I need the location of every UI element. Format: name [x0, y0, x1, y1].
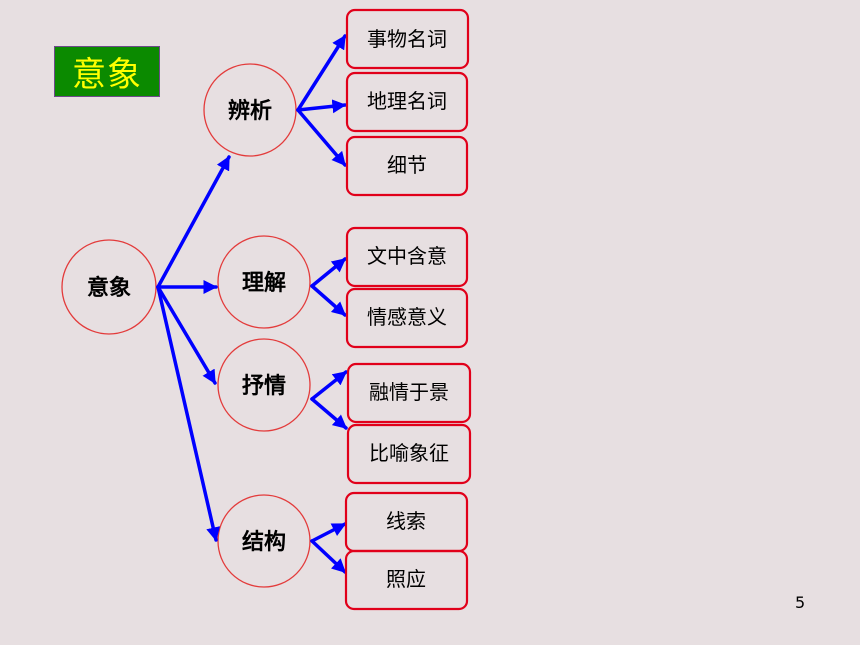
branch-label-1: 辨析	[228, 98, 272, 124]
leaf-border-2-1	[345, 226, 469, 288]
connector-branch-1-leaf-1	[296, 34, 347, 112]
connector-branch-2-leaf-2	[310, 284, 347, 317]
connector-branch-3-leaf-1	[310, 370, 348, 401]
leaf-label-2-2: 情感意义	[367, 305, 447, 329]
branch-node-1: 辨析	[203, 63, 297, 157]
title-badge: 意象	[54, 46, 160, 97]
branch-node-4: 结构	[217, 494, 311, 588]
branch-label-4: 结构	[242, 529, 286, 555]
connector-branch-3-leaf-2	[310, 397, 348, 430]
branch-label-2: 理解	[242, 270, 286, 296]
connector-root-branch-3	[156, 285, 217, 385]
branch-node-2: 理解	[217, 235, 311, 329]
leaf-border-1-2	[345, 71, 469, 133]
branch-circle-1	[203, 63, 297, 157]
leaf-border-3-1	[346, 362, 472, 424]
connector-root-branch-4	[156, 285, 221, 542]
branch-node-3: 抒情	[217, 338, 311, 432]
leaf-border-3-2	[346, 423, 472, 485]
leaf-border-1-3	[345, 135, 469, 197]
branch-label-3: 抒情	[242, 373, 286, 399]
page-number: 5	[795, 593, 806, 612]
leaf-border-4-2	[344, 549, 469, 611]
leaf-label-4-2: 照应	[386, 567, 426, 591]
leaf-box-4-1: 线索	[344, 491, 469, 553]
leaf-label-3-2: 比喻象征	[369, 441, 449, 465]
leaf-box-2-1: 文中含意	[345, 226, 469, 288]
connector-branch-4-leaf-1	[310, 522, 347, 543]
title-text: 意象	[72, 55, 142, 95]
connector-branch-1-leaf-3	[296, 108, 347, 167]
leaf-label-1-1: 事物名词	[367, 27, 447, 51]
root-label: 意象	[87, 275, 131, 301]
branch-circle-3	[217, 338, 311, 432]
connector-root-branch-1	[156, 155, 231, 289]
leaf-label-1-2: 地理名词	[367, 89, 447, 113]
root-node: 意象	[61, 239, 157, 335]
leaf-border-2-2	[345, 287, 469, 349]
leaf-label-2-1: 文中含意	[367, 244, 447, 268]
leaf-box-1-3: 细节	[345, 135, 469, 197]
leaf-box-3-2: 比喻象征	[346, 423, 472, 485]
connector-branch-4-leaf-2	[310, 539, 347, 574]
leaf-border-1-1	[345, 8, 470, 70]
connector-branch-1-leaf-2	[296, 99, 347, 114]
leaf-label-3-1: 融情于景	[369, 380, 449, 404]
leaf-box-1-2: 地理名词	[345, 71, 469, 133]
leaf-label-4-1: 线索	[386, 509, 426, 533]
branch-circle-2	[217, 235, 311, 329]
leaf-label-1-3: 细节	[387, 153, 427, 177]
leaf-box-4-2: 照应	[344, 549, 469, 611]
connector-branch-2-leaf-1	[310, 257, 347, 288]
root-circle	[61, 239, 157, 335]
leaf-box-3-1: 融情于景	[346, 362, 472, 424]
leaf-box-1-1: 事物名词	[345, 8, 470, 70]
leaf-box-2-2: 情感意义	[345, 287, 469, 349]
